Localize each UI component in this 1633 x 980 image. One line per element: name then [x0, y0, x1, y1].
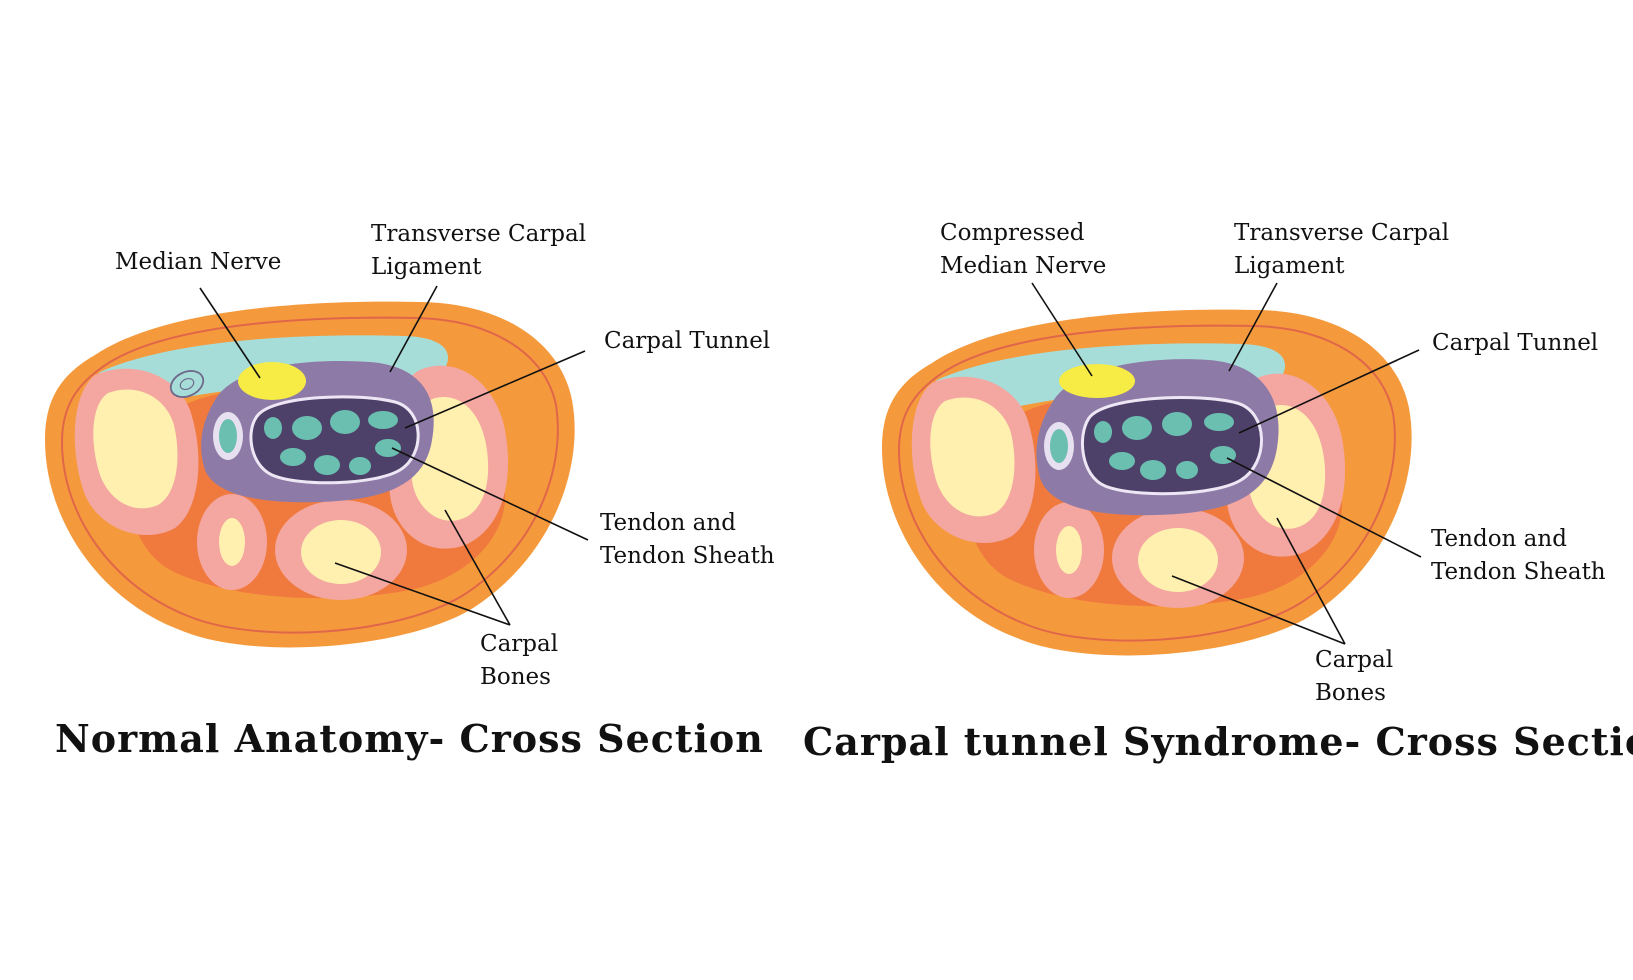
- tendon: [330, 410, 360, 434]
- leader-ligament: [389, 285, 438, 373]
- title-normal: Normal Anatomy- Cross Section: [55, 716, 764, 761]
- artery-core: [179, 377, 195, 391]
- tendon: [1204, 413, 1234, 431]
- title-syndrome: Carpal tunnel Syndrome- Cross Section: [803, 719, 1633, 764]
- tendon: [1122, 416, 1152, 440]
- label-bones-line2: Bones: [1315, 680, 1386, 706]
- leader-ligament: [1228, 282, 1278, 372]
- leader-bones-b: [1276, 517, 1346, 645]
- leader-bones-b: [444, 509, 511, 626]
- tendon: [1176, 461, 1198, 479]
- label-tendon-line2: Tendon Sheath: [600, 543, 775, 569]
- leader-median-nerve: [1031, 282, 1093, 377]
- leader-tendon: [391, 447, 589, 541]
- label-bones-line2: Bones: [480, 664, 551, 690]
- leader-carpal-tunnel: [1238, 349, 1420, 434]
- label-bones-line1: Carpal: [1315, 647, 1393, 673]
- label-tendon-line2: Tendon Sheath: [1431, 559, 1606, 585]
- carpal-bone-middle-core: [301, 520, 381, 584]
- tendon: [264, 417, 282, 439]
- label-ligament-line2: Ligament: [371, 254, 482, 280]
- tendon: [368, 411, 398, 429]
- carpal-bone-small-core: [1056, 526, 1082, 574]
- tendon: [349, 457, 371, 475]
- tendons: [264, 410, 401, 475]
- compressed-median-nerve: [1059, 364, 1135, 398]
- carpal-bone-middle-core: [1138, 528, 1218, 592]
- tendon: [280, 448, 306, 466]
- tendon: [314, 455, 340, 475]
- tendon-sheath: [1081, 396, 1263, 496]
- normal-cross-section: Median Nerve Transverse Carpal Ligament …: [45, 221, 775, 761]
- carpal-bone-left-core: [93, 389, 178, 509]
- label-tendon-line1: Tendon and: [1431, 526, 1567, 552]
- tendons: [1094, 412, 1236, 480]
- tendon: [1140, 460, 1166, 480]
- tendon: [1109, 452, 1135, 470]
- label-median-nerve-line2: Median Nerve: [940, 253, 1106, 279]
- median-nerve: [238, 362, 306, 400]
- label-ligament-line2: Ligament: [1234, 253, 1345, 279]
- label-bones-line1: Carpal: [480, 631, 558, 657]
- tendon: [292, 416, 322, 440]
- wrist-skin-line: [897, 324, 1396, 642]
- label-median-nerve-line1: Compressed: [940, 220, 1085, 246]
- carpal-bone-small-core: [219, 518, 245, 566]
- label-carpal-tunnel: Carpal Tunnel: [604, 328, 770, 354]
- label-carpal-tunnel: Carpal Tunnel: [1432, 330, 1598, 356]
- leader-bones-a: [334, 562, 511, 626]
- label-ligament-line1: Transverse Carpal: [371, 221, 586, 247]
- leader-median-nerve: [199, 287, 261, 379]
- small-vessel-core: [1050, 429, 1068, 463]
- leader-tendon: [1226, 457, 1422, 558]
- tendon: [1162, 412, 1192, 436]
- leader-carpal-tunnel: [404, 350, 586, 429]
- small-vessel-core: [219, 419, 237, 453]
- label-median-nerve: Median Nerve: [115, 249, 281, 275]
- leader-bones-a: [1171, 575, 1346, 645]
- tendon: [375, 439, 401, 457]
- tendon: [1094, 421, 1112, 443]
- label-tendon-line1: Tendon and: [600, 510, 736, 536]
- carpal-bone-left-core: [930, 397, 1015, 517]
- syndrome-cross-section: Compressed Median Nerve Transverse Carpa…: [882, 220, 1606, 706]
- label-ligament-line1: Transverse Carpal: [1234, 220, 1449, 246]
- wrist-skin-line: [60, 316, 559, 634]
